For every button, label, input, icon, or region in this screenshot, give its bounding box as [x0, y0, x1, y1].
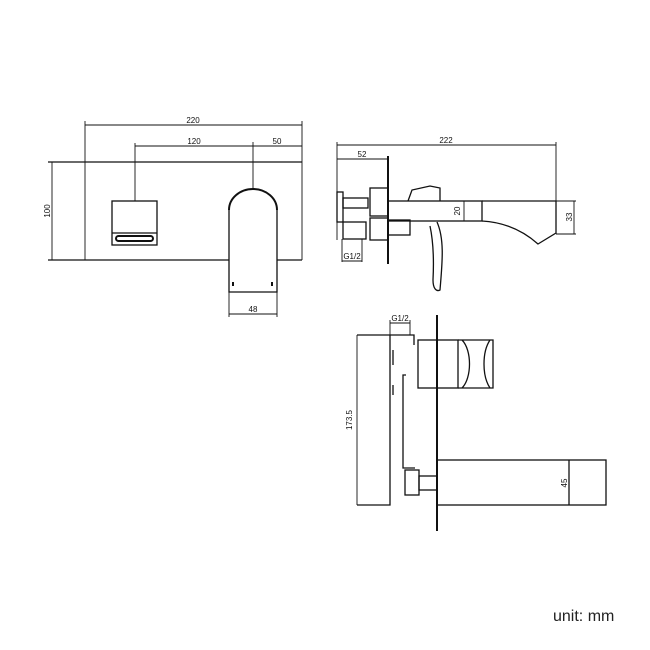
dim-label-plate-height: 100: [43, 204, 52, 218]
connector-stem: [418, 475, 438, 491]
handle-front: [111, 200, 158, 246]
dim-label-spout-thickness: 20: [453, 206, 462, 215]
spout-side: [387, 200, 483, 222]
inlet: [342, 221, 367, 240]
dim-label-spout-height: 45: [560, 478, 569, 487]
dim-label-inlet-thread: G1/2: [391, 314, 409, 323]
body-back: [336, 191, 344, 223]
dim-label-inlet-thread: G1/2: [343, 252, 361, 261]
spout-tip-curve: [481, 200, 557, 245]
handle-slot: [115, 235, 154, 242]
dim-label-spout-width: 48: [249, 305, 258, 314]
diverter-connector: [404, 469, 420, 496]
side-view: 222 52 20 33 G1/2: [336, 136, 576, 292]
lever-handle: [429, 221, 443, 292]
cartridge: [436, 339, 459, 389]
dim-label-body-depth: 52: [358, 150, 367, 159]
front-view: 220 120 50 100 48: [43, 116, 303, 317]
valve-body: [357, 334, 415, 506]
nut-upper: [369, 187, 389, 217]
dim-label-handle-to-spout: 120: [187, 137, 201, 146]
dim-label-spout-tip: 33: [565, 212, 574, 221]
top-view: G1/2 173.5 45: [345, 314, 607, 531]
spout-front: [228, 210, 278, 293]
dim-label-overall-projection: 222: [439, 136, 453, 145]
unit-label: unit: mm: [553, 608, 615, 625]
dim-label-spout-offset: 50: [273, 137, 282, 146]
cartridge-housing: [417, 339, 438, 389]
dim-label-overall-width: 220: [186, 116, 200, 125]
internal-pipe: [402, 374, 415, 469]
handle-top: [458, 339, 494, 389]
lever-top: [407, 185, 441, 202]
body-pipe: [342, 197, 369, 209]
spout-top: [436, 459, 607, 506]
dim-label-body-length: 173.5: [345, 409, 354, 430]
spout-arch: [228, 188, 278, 211]
cartridge: [387, 219, 411, 236]
nut-lower: [369, 217, 389, 241]
